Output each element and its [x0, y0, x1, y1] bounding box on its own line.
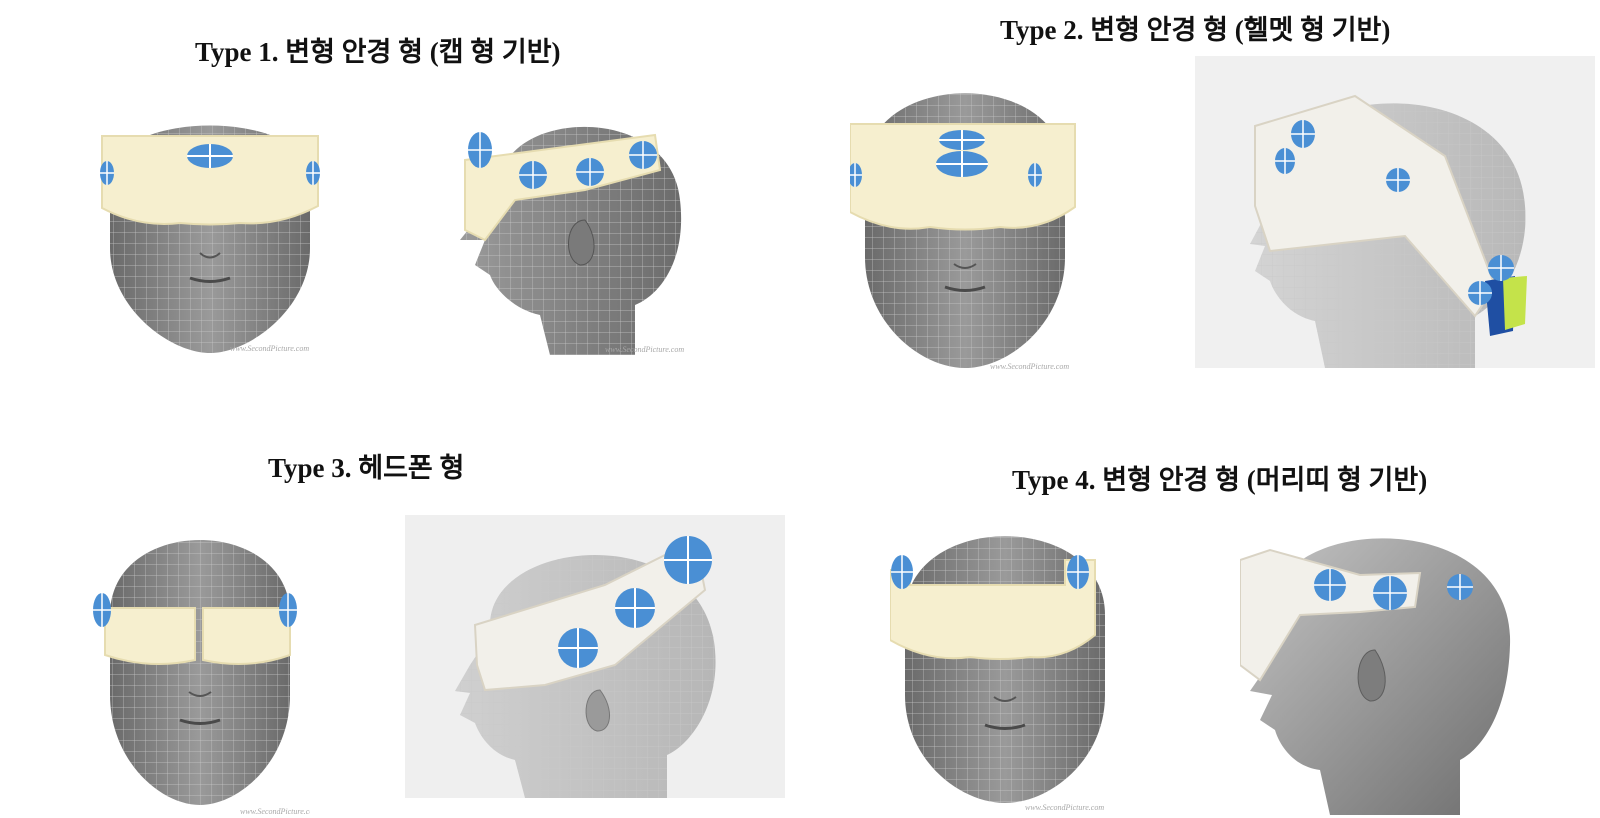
electrode-right-ear	[279, 593, 297, 627]
electrode-forehead-upper	[939, 130, 985, 150]
electrode-forehead-1	[1291, 120, 1315, 148]
headphone-band	[473, 538, 707, 692]
type2-front-view: www.SecondPicture.com	[850, 72, 1080, 382]
left-eye-pad	[104, 607, 196, 665]
headband-mask	[890, 559, 1096, 660]
type4-title: Type 4. 변형 안경 형 (머리띠 형 기반)	[1012, 465, 1428, 495]
electrode-band-1	[558, 628, 598, 668]
cap-band	[464, 133, 662, 242]
electrode-band-3	[664, 536, 712, 584]
electrode-top-1	[519, 161, 547, 189]
side-battery-block	[1485, 276, 1527, 336]
electrode-rear-1	[1488, 255, 1514, 281]
type1-title: Type 1. 변형 안경 형 (캡 형 기반)	[195, 37, 561, 67]
type3-front-view: www.SecondPicture.com	[90, 520, 310, 818]
electrode-forehead-2	[1275, 148, 1295, 174]
electrode-top	[1386, 168, 1410, 192]
electrode-band-1	[1314, 569, 1346, 601]
electrode-right-temple	[306, 161, 320, 185]
right-eye-pad	[202, 607, 291, 665]
electrode-rear	[1447, 574, 1473, 600]
type3-title: Type 3. 헤드폰 형	[268, 453, 465, 483]
mask-band	[101, 135, 319, 226]
electrode-top-2	[576, 158, 604, 186]
watermark: www.SecondPicture.com	[240, 807, 310, 816]
electrode-forehead-lower	[936, 151, 988, 177]
electrode-left-temple	[100, 161, 114, 185]
electrode-left-temple	[850, 163, 862, 187]
electrode-rear-2	[1468, 281, 1492, 305]
electrode-band-2	[615, 588, 655, 628]
type3-side-view	[405, 515, 785, 798]
watermark: www.SecondPicture.com	[1025, 803, 1104, 812]
electrode-band-2	[1373, 576, 1407, 610]
electrode-front	[468, 132, 492, 168]
type1-front-view: www.SecondPicture.com	[80, 78, 340, 368]
electrode-top-3	[629, 141, 657, 169]
type2-title: Type 2. 변형 안경 형 (헬멧 형 기반)	[1000, 15, 1391, 45]
type4-side-view	[1240, 515, 1530, 815]
watermark: www.SecondPicture.com	[990, 362, 1069, 371]
electrode-right-side	[1067, 555, 1089, 589]
type2-side-view	[1195, 56, 1595, 368]
watermark: www.SecondPicture.com	[230, 344, 309, 353]
head-front	[110, 540, 290, 805]
helmet-band	[1254, 94, 1497, 318]
electrode-forehead	[187, 144, 233, 168]
type1-side-view: www.SecondPicture.com	[455, 90, 715, 365]
watermark: www.SecondPicture.com	[605, 345, 684, 354]
electrode-left-ear	[93, 593, 111, 627]
type4-front-view: www.SecondPicture.com	[890, 515, 1120, 815]
electrode-right-temple	[1028, 163, 1042, 187]
electrode-left-side	[891, 555, 913, 589]
